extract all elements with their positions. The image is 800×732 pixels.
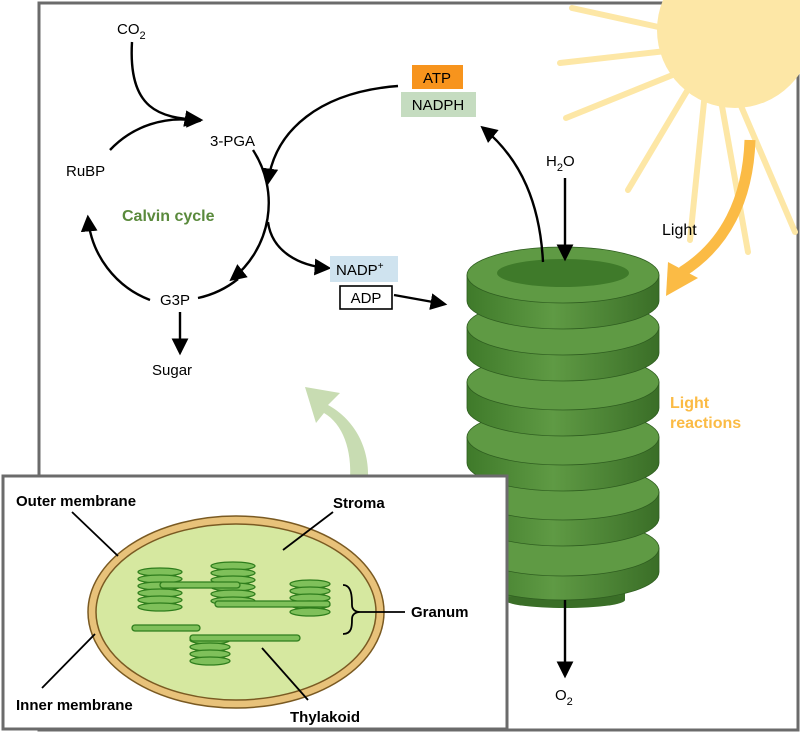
granum-label: Granum [411, 604, 469, 621]
g3p-label: G3P [160, 292, 190, 309]
thylakoid-stack [466, 246, 660, 608]
zoom-arrow [305, 387, 369, 480]
outer-membrane-leader [71, 511, 119, 557]
rubp-label: RuBP [66, 163, 105, 180]
calvin-arc-bottom [80, 214, 151, 302]
pga-label: 3-PGA [210, 133, 255, 150]
inner-membrane-leader [41, 633, 96, 689]
stroma-leader [282, 511, 334, 551]
stroma-label: Stroma [333, 495, 385, 512]
calvin-arc-g3p-right [197, 278, 239, 300]
calvin-to-nadp-arrow [266, 221, 332, 276]
thylakoid-label: Thylakoid [290, 709, 360, 726]
mini-thylakoid [189, 656, 231, 666]
nadp-label: NADP+ [336, 261, 384, 279]
calvin-cycle-label: Calvin cycle [122, 208, 215, 225]
mini-thylakoid [137, 602, 183, 612]
stroma-lamella [131, 624, 201, 632]
adp-to-stack-arrow [393, 293, 448, 310]
stroma [95, 523, 377, 701]
adp-box [339, 285, 393, 310]
adp-label: ADP [351, 290, 382, 307]
h2o-label: H2O [546, 153, 575, 174]
inner-membrane-label: Inner membrane [16, 697, 133, 714]
atp-nadph-to-calvin-arrow [261, 84, 399, 186]
co2-label: CO2 [117, 21, 146, 42]
calvin-arc-right [229, 149, 270, 282]
stroma-lamella [159, 581, 241, 589]
light-label: Light [662, 222, 697, 239]
thylakoid-disc [466, 246, 660, 330]
stack-to-atp-arrow [480, 125, 545, 263]
sugar-label: Sugar [152, 362, 192, 379]
outer-membrane-label: Outer membrane [16, 493, 136, 510]
stroma-lamella [189, 634, 301, 642]
atp-label: ATP [423, 70, 451, 87]
co2-arrow [130, 41, 204, 128]
o2-label: O2 [555, 687, 573, 708]
mini-thylakoid [289, 607, 331, 617]
sun-icon [557, 0, 800, 255]
light-arrow [666, 139, 756, 296]
nadp-box [330, 256, 398, 282]
nadph-label: NADPH [412, 97, 465, 114]
atp-box [412, 65, 463, 89]
nadph-box [401, 92, 476, 117]
chloroplast-inset: Outer membrane Inner membrane Stroma Gra… [1, 474, 509, 731]
thylakoid-leader [261, 647, 309, 701]
light-reactions-label: Light reactions [670, 395, 741, 432]
stroma-lamella [214, 600, 331, 608]
